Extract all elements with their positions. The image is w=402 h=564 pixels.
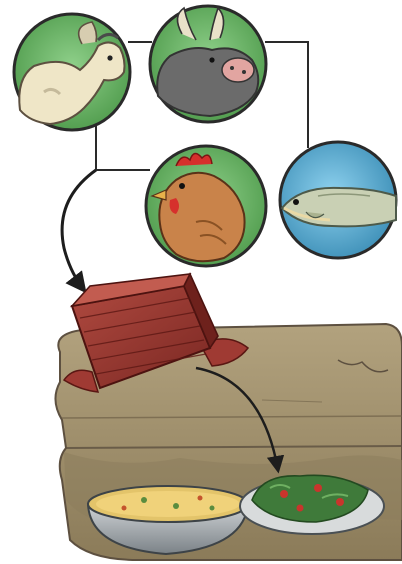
goat-circle — [14, 14, 130, 130]
connector-bull-fish — [265, 42, 308, 148]
hen-circle — [146, 146, 266, 266]
fish-circle — [280, 142, 396, 258]
bull-circle — [150, 6, 266, 122]
fish-icon — [282, 188, 396, 227]
connector-goat-down — [96, 124, 150, 170]
arrow-to-meat — [62, 170, 96, 290]
